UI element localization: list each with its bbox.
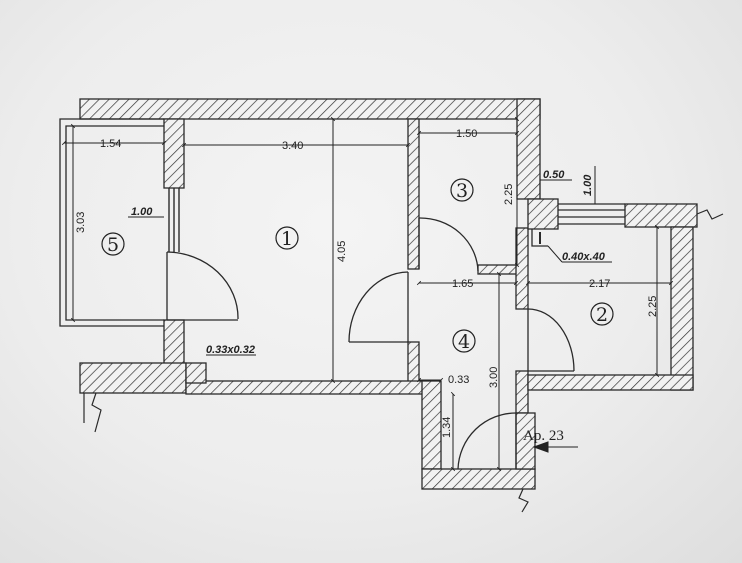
doors bbox=[166, 217, 575, 470]
svg-text:5: 5 bbox=[107, 234, 119, 256]
svg-text:2: 2 bbox=[596, 304, 608, 326]
dim-room2-height: 2.25 bbox=[647, 296, 659, 317]
dimension-labels: 1.54 3.03 1.00 3.40 4.05 0.33x0.32 1.50 … bbox=[75, 128, 659, 438]
room-number-5: 5 bbox=[101, 232, 125, 256]
dim-vent-duct: 0.40x.40 bbox=[562, 251, 606, 263]
dim-room1-height: 4.05 bbox=[336, 241, 348, 262]
dim-room3-width: 1.50 bbox=[456, 128, 477, 140]
dim-vent-top: 0.50 bbox=[543, 169, 565, 181]
wall-room2-top bbox=[624, 203, 698, 228]
wall-niche bbox=[185, 362, 207, 384]
dim-hall-height: 3.00 bbox=[488, 367, 500, 388]
wall-1-4-lower bbox=[407, 341, 420, 383]
wall-1-5-upper bbox=[163, 118, 185, 189]
wall-corridor-bottom bbox=[421, 468, 536, 490]
break-marks bbox=[83, 209, 724, 513]
dimension-lines bbox=[61, 116, 674, 472]
wall-room2-right bbox=[670, 226, 694, 391]
wall-4-2-lower bbox=[515, 370, 529, 414]
dim-room5-height: 3.03 bbox=[75, 212, 87, 233]
wall-room2-bottom bbox=[527, 374, 694, 391]
room-number-3: 3 bbox=[450, 178, 474, 202]
door-room3 bbox=[418, 217, 479, 272]
wall-vent-block bbox=[527, 198, 559, 230]
svg-text:4: 4 bbox=[458, 331, 470, 353]
dim-vent-side: 1.00 bbox=[582, 174, 594, 196]
wall-top bbox=[79, 98, 541, 120]
dim-room5-opening: 1.00 bbox=[131, 206, 153, 218]
door-entrance bbox=[457, 412, 517, 470]
wall-1-3 bbox=[407, 118, 420, 270]
dim-room2-width: 2.17 bbox=[589, 278, 610, 290]
wall-bottom-left bbox=[79, 362, 187, 394]
wall-1-5-lower bbox=[163, 319, 185, 365]
svg-text:1: 1 bbox=[281, 228, 293, 250]
room5-outline bbox=[59, 118, 164, 327]
svg-text:3: 3 bbox=[456, 180, 468, 202]
room-number-1: 1 bbox=[275, 226, 299, 250]
opening-room5 bbox=[168, 188, 180, 252]
dim-room1-width: 3.40 bbox=[282, 140, 303, 152]
room-number-4: 4 bbox=[452, 329, 476, 353]
vent-duct bbox=[531, 229, 548, 247]
dim-room1-niche: 0.33x0.32 bbox=[206, 344, 255, 356]
walls bbox=[79, 98, 698, 490]
door-room5 bbox=[166, 251, 239, 320]
wall-3-4 bbox=[477, 264, 520, 275]
dim-corridor-width: 0.33 bbox=[448, 374, 469, 386]
door-room2 bbox=[527, 308, 575, 372]
wall-4-2-upper bbox=[515, 227, 529, 310]
window-room2 bbox=[558, 203, 625, 225]
dim-hall-width: 1.65 bbox=[452, 278, 473, 290]
door-room1 bbox=[348, 271, 409, 343]
dim-corridor-height: 1.34 bbox=[441, 417, 453, 438]
wall-room3-right bbox=[516, 98, 541, 200]
room-numbers: 5 1 3 4 2 bbox=[101, 178, 614, 353]
entrance-label: Ap. 23 bbox=[523, 428, 564, 444]
dim-room3-height: 2.25 bbox=[503, 184, 515, 205]
wall-corridor-left bbox=[421, 380, 442, 470]
dim-room5-width: 1.54 bbox=[100, 138, 121, 150]
room-number-2: 2 bbox=[590, 302, 614, 326]
wall-bottom-room1 bbox=[185, 380, 441, 395]
